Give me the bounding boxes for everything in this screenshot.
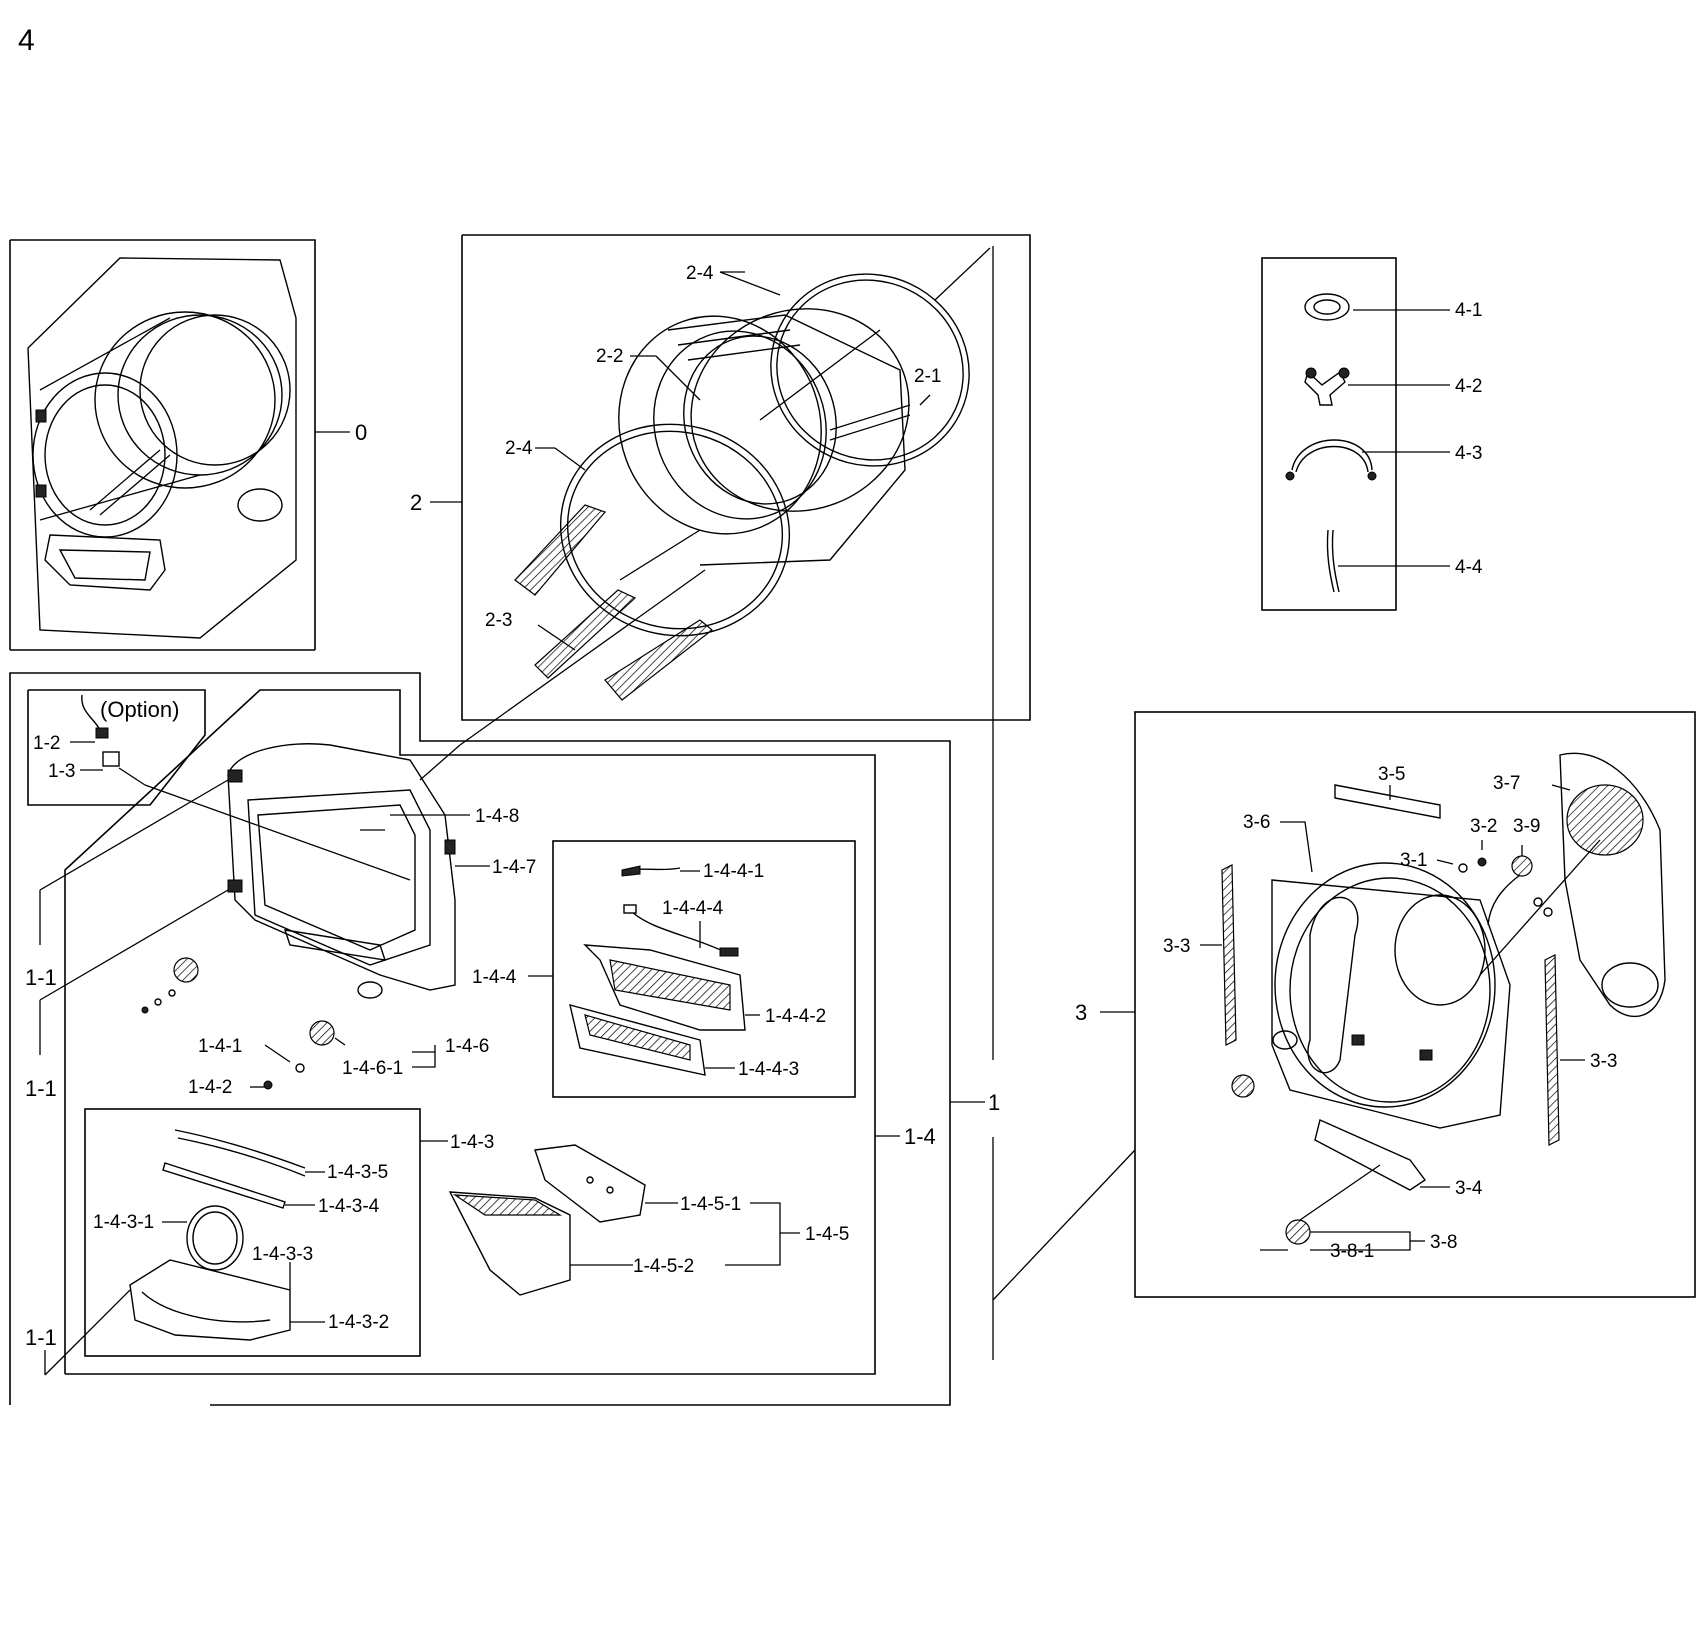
label-3-2: 3-2 bbox=[1470, 816, 1497, 837]
label-2-1: 2-1 bbox=[914, 366, 941, 387]
label-1-4-4-3: 1-4-4-3 bbox=[738, 1059, 799, 1080]
label-3-6: 3-6 bbox=[1243, 812, 1270, 833]
label-1-4-7: 1-4-7 bbox=[492, 857, 536, 878]
label-3-8-1: 3-8-1 bbox=[1330, 1241, 1374, 1262]
label-1-1-a: 1-1 bbox=[25, 965, 57, 990]
drum-illustration bbox=[514, 247, 991, 701]
box-1-4-4 bbox=[528, 840, 856, 1098]
accessories-illustration bbox=[1285, 293, 1450, 593]
label-1-1-b: 1-1 bbox=[25, 1076, 57, 1101]
accessories-box bbox=[1261, 257, 1397, 611]
label-3-8: 3-8 bbox=[1430, 1232, 1457, 1253]
label-1-4-4-4: 1-4-4-4 bbox=[662, 898, 724, 919]
fasteners-illustration bbox=[141, 957, 436, 1090]
label-1-1-c: 1-1 bbox=[25, 1325, 57, 1350]
label-1-4-6-1: 1-4-6-1 bbox=[342, 1058, 403, 1079]
label-2-4-front: 2-4 bbox=[505, 438, 533, 459]
label-4-4: 4-4 bbox=[1455, 557, 1483, 578]
label-0: 0 bbox=[355, 420, 367, 445]
option-note: (Option) bbox=[100, 697, 179, 722]
label-4-3: 4-3 bbox=[1455, 443, 1482, 464]
label-3-3-left: 3-3 bbox=[1163, 936, 1190, 957]
label-1-2: 1-2 bbox=[33, 733, 60, 754]
label-1-4-3-2: 1-4-3-2 bbox=[328, 1312, 389, 1333]
label-1-4-3-4: 1-4-3-4 bbox=[318, 1196, 380, 1217]
assembly-box: 0 bbox=[9, 239, 367, 651]
label-1-4-2: 1-4-2 bbox=[188, 1077, 232, 1098]
label-3-7: 3-7 bbox=[1493, 773, 1520, 794]
rear-assembly-box: 3 bbox=[1075, 711, 1696, 1298]
label-4-1: 4-1 bbox=[1455, 300, 1482, 321]
lint-filter-illustration bbox=[448, 1144, 800, 1296]
label-3-1: 3-1 bbox=[1400, 850, 1427, 871]
rear-assembly-illustration bbox=[1200, 752, 1666, 1251]
label-2-3: 2-3 bbox=[485, 610, 512, 631]
label-4-2: 4-2 bbox=[1455, 376, 1482, 397]
label-1-4-5-2: 1-4-5-2 bbox=[633, 1256, 694, 1277]
drum-box: 2 bbox=[410, 234, 1031, 721]
label-1-4-4-2: 1-4-4-2 bbox=[765, 1006, 826, 1027]
label-3-4: 3-4 bbox=[1455, 1178, 1483, 1199]
page-number: 4 bbox=[18, 24, 35, 57]
front-assembly-outer-box: 1 1-4 bbox=[9, 246, 1136, 1406]
label-1-4-3-5: 1-4-3-5 bbox=[327, 1162, 388, 1183]
label-3-9: 3-9 bbox=[1513, 816, 1540, 837]
label-1-4-1: 1-4-1 bbox=[198, 1036, 242, 1057]
label-1-4-3-1: 1-4-3-1 bbox=[93, 1212, 154, 1233]
label-2-2: 2-2 bbox=[596, 346, 623, 367]
label-1-3: 1-3 bbox=[48, 761, 75, 782]
label-1-4: 1-4 bbox=[904, 1124, 936, 1149]
label-1-4-6: 1-4-6 bbox=[445, 1036, 489, 1057]
label-1-4-5-1: 1-4-5-1 bbox=[680, 1194, 741, 1215]
label-1: 1 bbox=[988, 1090, 1000, 1115]
label-1-4-3-3: 1-4-3-3 bbox=[252, 1244, 313, 1265]
label-1-4-3: 1-4-3 bbox=[450, 1132, 494, 1153]
label-1-4-5: 1-4-5 bbox=[805, 1224, 849, 1245]
label-1-4-8: 1-4-8 bbox=[475, 806, 519, 827]
label-1-4-4: 1-4-4 bbox=[472, 967, 517, 988]
label-2-4-rear: 2-4 bbox=[686, 263, 714, 284]
label-1-4-4-1: 1-4-4-1 bbox=[703, 861, 764, 882]
box-1-4-3 bbox=[44, 1108, 448, 1376]
label-3-3-right: 3-3 bbox=[1590, 1051, 1617, 1072]
label-3-5: 3-5 bbox=[1378, 764, 1405, 785]
label-2: 2 bbox=[410, 490, 422, 515]
option-box: (Option) bbox=[27, 689, 411, 881]
label-3: 3 bbox=[1075, 1000, 1087, 1025]
front-panel-illustration bbox=[39, 569, 706, 1055]
dryer-drum-assembly-illustration bbox=[27, 257, 297, 639]
